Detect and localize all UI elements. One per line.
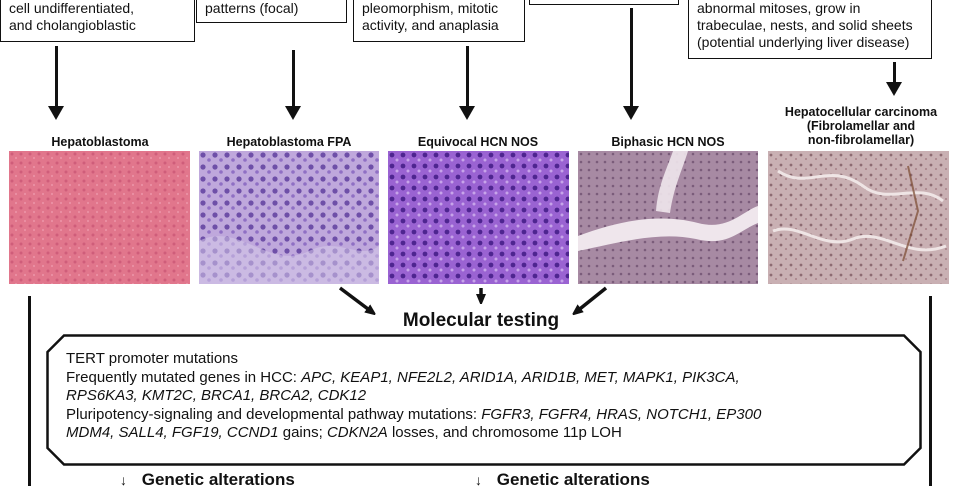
molecular-testing-box bbox=[46, 334, 922, 466]
box-biphasic-features bbox=[529, 0, 679, 5]
label-hepatoblastoma-fpa: Hepatoblastoma FPA bbox=[226, 135, 352, 149]
box-hcc-features: abnormal mitoses, grow in trabeculae, ne… bbox=[688, 0, 932, 59]
label-hepatoblastoma: Hepatoblastoma bbox=[51, 135, 149, 149]
gains-losses-line: MDM4, SALL4, FGF19, CCND1 gains; CDKN2A … bbox=[66, 424, 622, 441]
label-hcc: Hepatocellular carcinoma (Fibrolamellar … bbox=[784, 105, 938, 147]
box-line: pleomorphism, mitotic bbox=[362, 0, 499, 16]
box-line: and cholangioblastic bbox=[9, 17, 136, 33]
pluripotency-line: Pluripotency-signaling and developmental… bbox=[66, 405, 762, 423]
histology-hepatoblastoma bbox=[9, 151, 190, 284]
bottom-label-right: ↓ Genetic alterations bbox=[475, 470, 650, 489]
box-line: trabeculae, nests, and solid sheets bbox=[697, 17, 913, 33]
hcc-genes-line-cont: RPS6KA3, KMT2C, BRCA1, BRCA2, CDK12 bbox=[66, 387, 367, 404]
arrow-down bbox=[459, 46, 475, 120]
hcc-genes-line: Frequently mutated genes in HCC: APC, KE… bbox=[66, 368, 740, 386]
arrow-down bbox=[48, 46, 64, 120]
tert-line: TERT promoter mutations bbox=[66, 350, 239, 367]
small-arrow-icon: ↓ bbox=[475, 472, 482, 488]
arrow-down bbox=[886, 62, 902, 96]
arrow-down bbox=[623, 8, 639, 120]
box-line: (potential underlying liver disease) bbox=[697, 34, 910, 50]
histology-equivocal bbox=[388, 151, 569, 284]
box-fpa-features: patterns (focal) bbox=[196, 0, 347, 23]
molecular-findings: TERT promoter mutations Frequently mutat… bbox=[66, 350, 906, 443]
label-biphasic: Biphasic HCN NOS bbox=[611, 135, 725, 149]
histology-biphasic bbox=[578, 151, 758, 284]
arrow-from-biphasic bbox=[576, 286, 608, 312]
bottom-label-left: ↓ Genetic alterations bbox=[120, 470, 295, 489]
label-equivocal: Equivocal HCN NOS bbox=[417, 135, 539, 149]
right-connector-line bbox=[929, 296, 932, 486]
box-hepatoblastoma-features: cell undifferentiated, and cholangioblas… bbox=[0, 0, 195, 42]
arrow-from-fpa bbox=[338, 286, 372, 312]
histology-hcc bbox=[768, 151, 949, 284]
left-connector-line bbox=[28, 296, 31, 486]
box-line: activity, and anaplasia bbox=[362, 17, 499, 33]
box-line: cell undifferentiated, bbox=[9, 0, 135, 16]
histology-hepatoblastoma-fpa bbox=[199, 151, 379, 284]
arrow-down bbox=[285, 50, 301, 120]
molecular-testing-title: Molecular testing bbox=[402, 310, 560, 331]
box-equivocal-features: pleomorphism, mitotic activity, and anap… bbox=[353, 0, 525, 42]
box-line: abnormal mitoses, grow in bbox=[697, 0, 861, 16]
box-line: patterns (focal) bbox=[205, 0, 299, 16]
small-arrow-icon: ↓ bbox=[120, 472, 127, 488]
